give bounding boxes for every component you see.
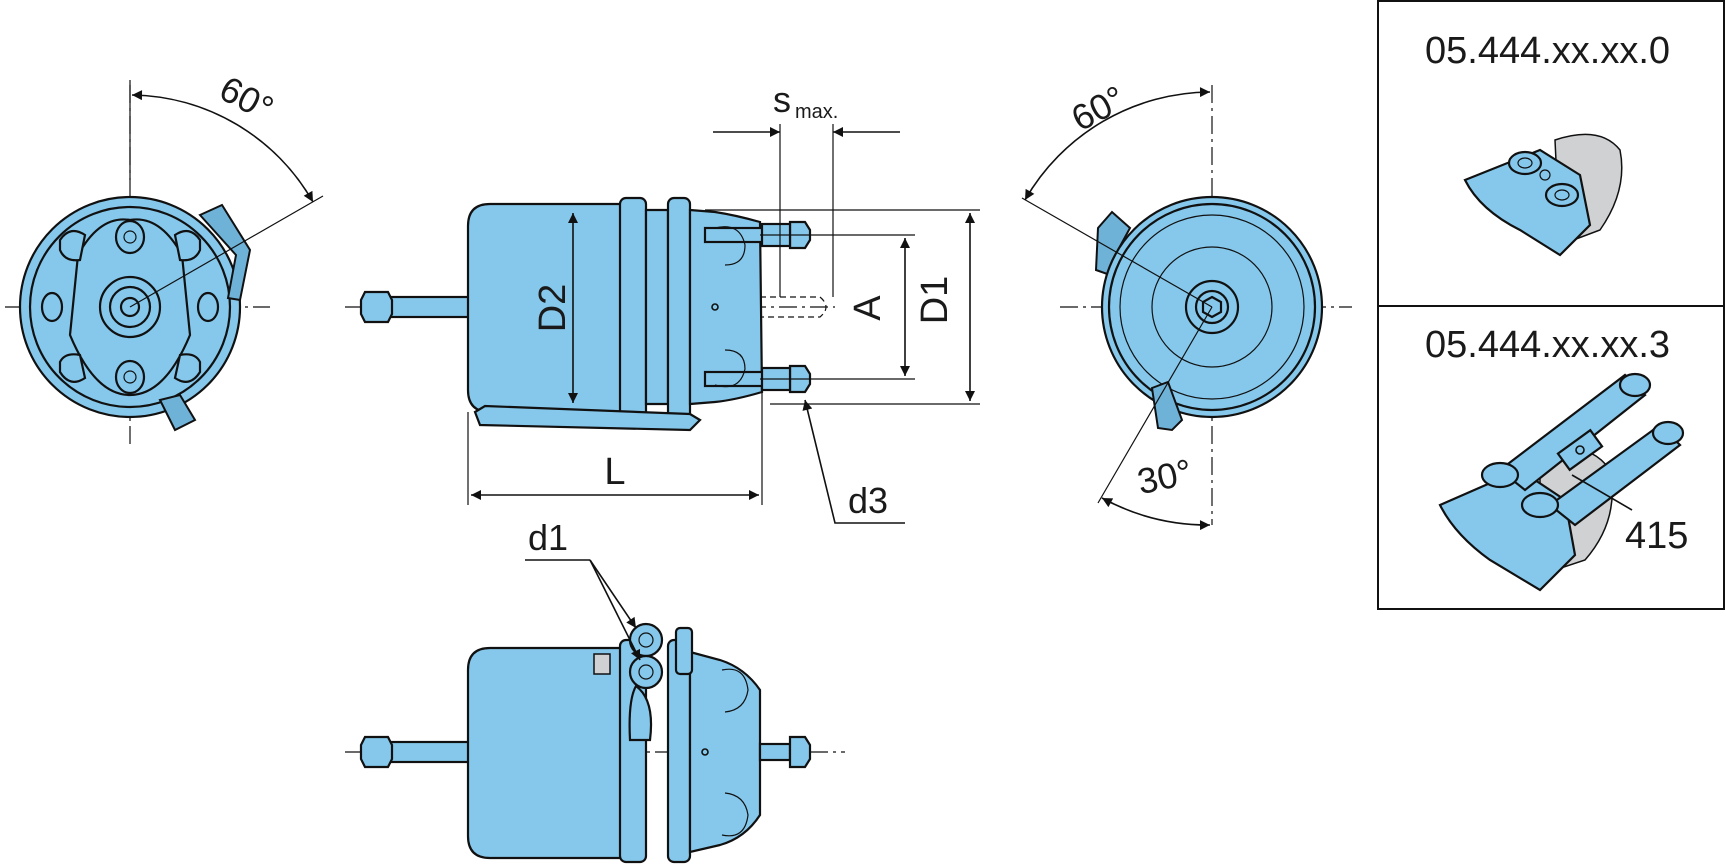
variant-0-detail <box>1463 133 1623 257</box>
dim-d1-small-label: d1 <box>528 517 568 558</box>
variant-3-callout: 415 <box>1625 515 1688 557</box>
bottom-view <box>345 622 845 864</box>
left-end-view <box>5 80 324 445</box>
d3-leader <box>802 399 905 524</box>
variant-3-code: 05.444.xx.xx.3 <box>1425 324 1670 366</box>
angle-right-top-label: 60° <box>1064 77 1131 139</box>
dim-d2-label: D2 <box>532 284 574 333</box>
variant-0-code: 05.444.xx.xx.0 <box>1425 30 1670 72</box>
dim-d3-label: d3 <box>848 480 888 521</box>
right-end-view <box>1021 85 1352 531</box>
variant-3-detail <box>1438 372 1685 592</box>
dim-a-label: A <box>847 295 889 321</box>
side-view <box>345 196 835 432</box>
dim-d1-label: D1 <box>914 276 956 325</box>
smax-label: s <box>773 79 791 120</box>
angle-left-label: 60° <box>213 68 280 130</box>
dim-l-label: L <box>604 451 625 493</box>
angle-right-bottom-label: 30° <box>1134 451 1196 502</box>
smax-subscript: max. <box>795 101 838 123</box>
